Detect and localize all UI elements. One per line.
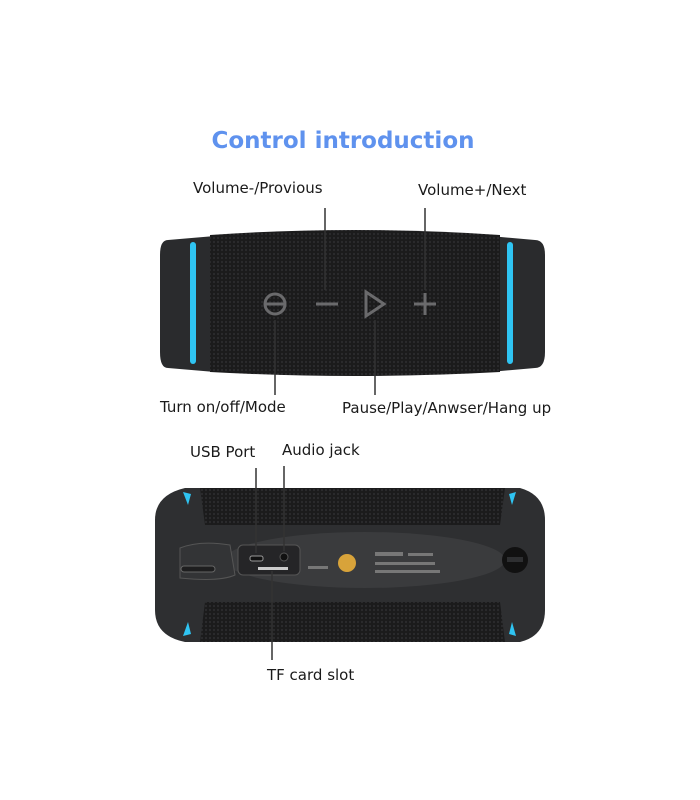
left-led-strip [190, 242, 196, 364]
label-play: Pause/Play/Anwser/Hang up [342, 399, 552, 417]
port-recess [237, 544, 301, 576]
speaker-top-view [160, 208, 545, 395]
label-usb-port: USB Port [190, 443, 256, 461]
led-accents [183, 492, 516, 636]
play-icon[interactable] [364, 289, 387, 319]
tf-card-slot[interactable] [258, 567, 288, 570]
panel-markings [308, 552, 440, 573]
power-icon[interactable] [263, 292, 287, 316]
right-end-cap [490, 236, 545, 372]
lower-fabric [200, 602, 505, 642]
right-led-strip [507, 242, 513, 364]
label-volume-up: Volume+/Next [418, 181, 527, 199]
diagram-title: Control introduction [211, 128, 475, 154]
port-cover-flap[interactable] [179, 542, 236, 580]
label-audio-jack: Audio jack [282, 441, 360, 459]
speaker-bottom-view [155, 466, 545, 660]
left-end-cap [160, 236, 215, 372]
label-volume-down: Volume-/Provious [193, 179, 323, 197]
callout-lines [274, 208, 426, 395]
upper-fabric [200, 488, 505, 525]
fabric-grille [210, 230, 500, 376]
audio-jack[interactable] [279, 552, 289, 562]
flap-grip [180, 565, 216, 573]
lanyard-bar [507, 557, 523, 562]
label-power: Turn on/off/Mode [160, 398, 286, 416]
usb-port[interactable] [249, 555, 264, 562]
yellow-button[interactable] [338, 554, 356, 572]
label-tf-card-slot: TF card slot [267, 666, 355, 684]
plus-icon[interactable] [414, 293, 436, 315]
port-callout-lines [255, 466, 285, 660]
